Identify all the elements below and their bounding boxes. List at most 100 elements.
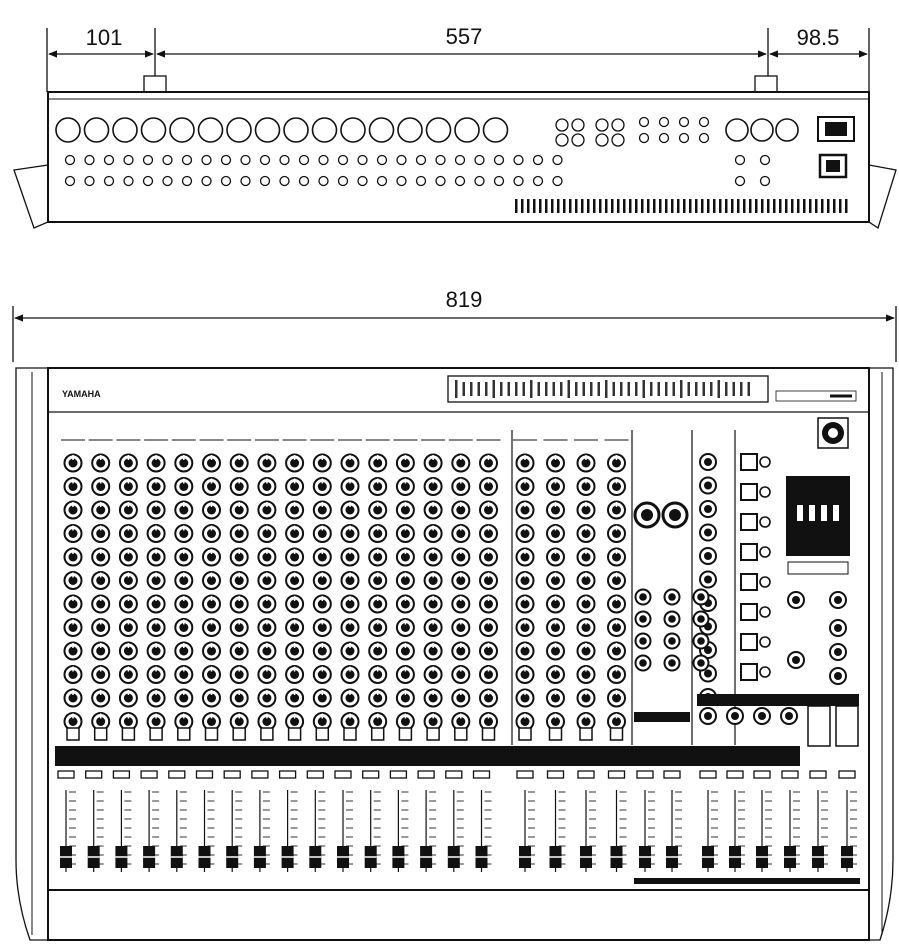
channel-on-button[interactable] bbox=[663, 770, 681, 779]
channel-on-button[interactable] bbox=[445, 770, 463, 779]
channel-knob-cap bbox=[484, 693, 493, 703]
effect-switch[interactable] bbox=[740, 483, 758, 501]
channel-on-button[interactable] bbox=[223, 770, 241, 779]
channel-on-button[interactable] bbox=[577, 770, 595, 779]
channel-on-button[interactable] bbox=[546, 770, 565, 779]
effect-switch[interactable] bbox=[740, 453, 758, 471]
channel-on-button[interactable] bbox=[278, 770, 297, 779]
channel-on-button[interactable] bbox=[781, 770, 799, 779]
channel-on-button[interactable] bbox=[85, 770, 103, 779]
channel-knob-cap bbox=[456, 599, 466, 609]
channel-button[interactable] bbox=[121, 727, 136, 741]
channel-on-button[interactable] bbox=[168, 770, 186, 779]
channel-button[interactable] bbox=[232, 727, 246, 741]
channel-button[interactable] bbox=[579, 727, 593, 741]
channel-knob-cap bbox=[400, 458, 410, 468]
rear-aux-jack bbox=[658, 116, 670, 128]
effect-switch[interactable] bbox=[740, 513, 758, 531]
channel-knob-cap bbox=[317, 482, 327, 491]
vent-slot bbox=[605, 199, 608, 213]
front-view: 819 YAMAHA bbox=[12, 287, 897, 941]
channel-on-button[interactable] bbox=[636, 770, 654, 779]
return-knob-cap bbox=[704, 646, 712, 654]
channel-button[interactable] bbox=[343, 727, 357, 741]
channel-button[interactable] bbox=[481, 727, 496, 741]
channel-on-button[interactable] bbox=[726, 770, 744, 779]
vent-slot bbox=[629, 199, 632, 213]
rear-insert-jack bbox=[571, 118, 585, 132]
rear-jack bbox=[142, 175, 154, 187]
return-knob-cap bbox=[704, 575, 712, 584]
channel-on-button[interactable] bbox=[140, 770, 158, 779]
vent-slot bbox=[521, 199, 524, 213]
effect-switch[interactable] bbox=[740, 633, 758, 651]
channel-on-button[interactable] bbox=[516, 770, 534, 779]
channel-on-button[interactable] bbox=[195, 770, 214, 779]
vent-slot bbox=[647, 199, 650, 213]
channel-button[interactable] bbox=[398, 727, 413, 741]
rear-jack bbox=[123, 154, 134, 166]
channel-on-button[interactable] bbox=[57, 770, 75, 779]
channel-on-button[interactable] bbox=[362, 770, 380, 779]
display-digit bbox=[821, 505, 827, 521]
channel-button[interactable] bbox=[370, 727, 385, 741]
effect-switch[interactable] bbox=[740, 543, 758, 561]
channel-on-button[interactable] bbox=[809, 770, 827, 779]
channel-on-button[interactable] bbox=[699, 770, 717, 779]
rear-xlr-input bbox=[254, 117, 281, 143]
channel-button[interactable] bbox=[454, 727, 468, 741]
channel-knob-cap bbox=[68, 576, 78, 585]
channel-on-button[interactable] bbox=[251, 770, 269, 779]
channel-knob-cap bbox=[234, 458, 244, 468]
channel-knob-cap bbox=[373, 505, 383, 515]
dim-label-rear-right: 98.5 bbox=[797, 25, 840, 50]
meter-segment bbox=[537, 382, 540, 396]
channel-button[interactable] bbox=[93, 727, 108, 741]
channel-knob-cap bbox=[456, 693, 466, 703]
channel-on-button[interactable] bbox=[389, 770, 408, 779]
channel-on-button[interactable] bbox=[417, 770, 435, 779]
channel-button[interactable] bbox=[260, 727, 274, 741]
channel-on-button[interactable] bbox=[112, 770, 131, 779]
channel-knob-cap bbox=[96, 482, 106, 491]
vent-slot bbox=[593, 199, 596, 213]
channel-knob-cap bbox=[123, 482, 133, 491]
channel-button[interactable] bbox=[177, 727, 191, 741]
channel-knob-cap bbox=[428, 482, 438, 491]
effect-switch[interactable] bbox=[740, 603, 758, 621]
effect-switch[interactable] bbox=[740, 663, 758, 681]
channel-button[interactable] bbox=[149, 727, 163, 741]
channel-on-button[interactable] bbox=[838, 770, 856, 779]
channel-button[interactable] bbox=[66, 727, 80, 741]
channel-knob-cap bbox=[179, 646, 189, 656]
channel-knob-cap bbox=[290, 717, 300, 726]
channel-button[interactable] bbox=[204, 727, 219, 741]
effect-switch[interactable] bbox=[740, 573, 758, 591]
rear-jack bbox=[259, 175, 271, 187]
meter-segment bbox=[620, 382, 623, 396]
rear-side-bracket-right bbox=[868, 164, 897, 230]
vent-slot bbox=[845, 199, 848, 213]
channel-button[interactable] bbox=[518, 727, 532, 741]
channel-knob-cap bbox=[262, 482, 272, 491]
vent-slot bbox=[581, 199, 584, 213]
channel-knob-cap bbox=[373, 552, 383, 562]
meter-segment bbox=[657, 382, 660, 396]
channel-knob-cap bbox=[581, 482, 591, 491]
channel-on-button[interactable] bbox=[607, 770, 626, 779]
channel-knob-cap bbox=[179, 576, 189, 585]
group-knob-cap bbox=[639, 615, 647, 623]
channel-knob-cap bbox=[179, 693, 189, 703]
channel-knob-cap bbox=[179, 505, 189, 515]
rear-jack bbox=[759, 154, 771, 166]
channel-button[interactable] bbox=[287, 727, 302, 741]
channel-knob-cap bbox=[373, 458, 383, 468]
channel-button[interactable] bbox=[315, 727, 330, 741]
channel-button[interactable] bbox=[609, 727, 624, 741]
channel-button[interactable] bbox=[548, 727, 563, 741]
channel-on-button[interactable] bbox=[472, 770, 491, 779]
channel-on-button[interactable] bbox=[306, 770, 324, 779]
channel-on-button[interactable] bbox=[753, 770, 771, 779]
channel-on-button[interactable] bbox=[334, 770, 352, 779]
channel-button[interactable] bbox=[426, 727, 440, 741]
